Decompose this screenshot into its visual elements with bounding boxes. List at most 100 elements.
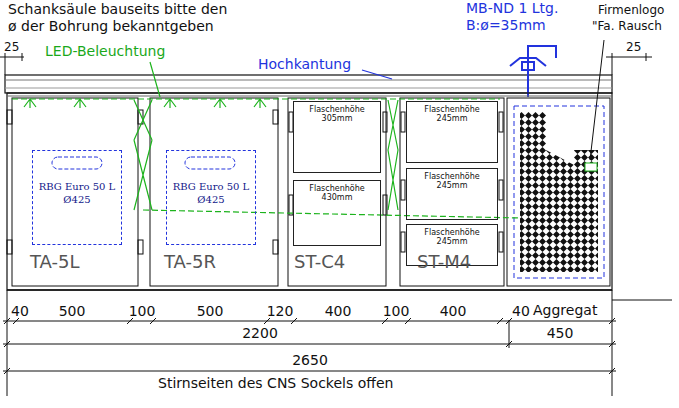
drawing-line	[5, 80, 612, 81]
drawer-box: Flaschenhöhe 430mm	[293, 180, 381, 246]
drawing-line	[612, 300, 672, 301]
part-name: TA-5R	[164, 252, 216, 272]
drawing-line	[24, 99, 36, 108]
drawing-line	[74, 99, 86, 108]
drawing-line	[5, 88, 612, 89]
drawing-line	[273, 110, 278, 124]
drawer-box: Flaschenhöhe 245mm	[406, 101, 498, 163]
part-name: ST-M4	[417, 252, 471, 272]
dimension: 100	[383, 304, 410, 319]
drawing-line	[134, 100, 152, 210]
keg-label: RBG Euro 50 L Ø425	[37, 181, 117, 206]
drawing-line	[52, 157, 102, 169]
drawing-line	[4, 341, 615, 347]
tap	[510, 46, 556, 97]
drawing-line	[22, 53, 23, 61]
callout: "Fa. Rausch	[592, 20, 662, 33]
drawing-line	[7, 96, 612, 97]
drawing-line	[7, 110, 12, 124]
drawing-line	[362, 70, 392, 79]
dimension: 40	[11, 304, 29, 319]
note: ø der Bohrung bekanntgeben	[8, 19, 214, 34]
bottle-height: Flaschenhöhe 245mm	[420, 228, 484, 246]
callout: Firmenlogo	[598, 4, 664, 17]
drawing-line	[7, 240, 12, 254]
keg-handles	[52, 157, 235, 169]
drawing-line	[254, 99, 266, 108]
keg-outline: RBG Euro 50 L Ø425	[166, 150, 256, 245]
drawing-line	[383, 195, 387, 215]
drawing-line	[646, 53, 647, 61]
led-lighting	[12, 62, 520, 218]
dimension: Stirnseiten des CNS Sockels offen	[158, 376, 393, 391]
drawing-line	[401, 180, 405, 200]
drawing-line	[7, 93, 612, 290]
bottle-height: Flaschenhöhe 245mm	[420, 172, 484, 190]
drawing-line	[214, 99, 226, 108]
bottle-height: Flaschenhöhe 430mm	[305, 184, 369, 202]
dimension: 25	[4, 41, 19, 54]
drawing-line	[499, 112, 503, 132]
counter-top	[5, 70, 612, 93]
drawing-line	[514, 106, 604, 278]
drawing-line	[288, 98, 386, 286]
drawing-line	[12, 98, 500, 99]
drawing-line	[612, 53, 613, 75]
drawing-line	[7, 289, 612, 291]
drawing-line	[3, 344, 616, 345]
drawing-line	[3, 371, 616, 372]
cabinet-body	[7, 93, 612, 290]
keg-outline: RBG Euro 50 L Ø425	[32, 150, 122, 245]
drawing-line	[0, 57, 24, 58]
drawer-box: Flaschenhöhe 305mm	[293, 101, 381, 173]
drawing-line	[590, 40, 604, 160]
drawing-line	[383, 112, 387, 132]
drawing-line	[150, 62, 160, 97]
dimension: 100	[129, 304, 156, 319]
drawing-line	[401, 112, 405, 132]
drawing-line	[401, 232, 405, 252]
dimension: 120	[267, 304, 294, 319]
drawing-line	[388, 100, 398, 210]
dimension: 400	[325, 304, 352, 319]
drawing-line	[585, 163, 597, 171]
drawing-line	[164, 99, 176, 108]
callout: B:ø=35mm	[466, 18, 546, 33]
dimension-lines	[3, 290, 672, 396]
dimension: 25	[626, 41, 641, 54]
drawing-line	[150, 98, 278, 286]
drawing-line	[499, 232, 503, 252]
drawing-line	[4, 368, 615, 374]
drawing-line	[12, 98, 138, 286]
part-name: TA-5L	[30, 252, 80, 272]
drawing-line	[138, 240, 143, 254]
drawing-line	[527, 75, 529, 97]
drawing-line	[499, 180, 503, 200]
keg-label: RBG Euro 50 L Ø425	[171, 181, 251, 206]
drawing-line	[5, 75, 612, 93]
dimension: 40	[512, 304, 530, 319]
drawer-handles	[289, 112, 503, 252]
drawing-line	[5, 53, 6, 75]
dimension: 2200	[242, 326, 278, 341]
dimension: 500	[197, 304, 224, 319]
drawing-line	[3, 321, 616, 322]
callout: Hochkantung	[258, 57, 351, 72]
dimension: 450	[547, 326, 574, 341]
bottle-height: Flaschenhöhe 245mm	[420, 105, 484, 123]
drawing-line	[507, 98, 610, 286]
callout: MB-ND 1 Ltg.	[466, 1, 558, 16]
note: Schanksäule bauseits bitte den	[8, 2, 227, 17]
drawer-box: Flaschenhöhe 245mm	[406, 168, 498, 220]
dimension: 2650	[292, 353, 328, 368]
drawing-line	[606, 57, 652, 58]
drawing-line	[273, 240, 278, 254]
drawing-line	[520, 112, 598, 272]
drawing-line	[400, 98, 504, 286]
dimension: 400	[440, 304, 467, 319]
aggregat	[514, 40, 604, 278]
drawing-line	[522, 62, 534, 70]
dimension: 500	[59, 304, 86, 319]
drawing-line	[143, 210, 520, 218]
